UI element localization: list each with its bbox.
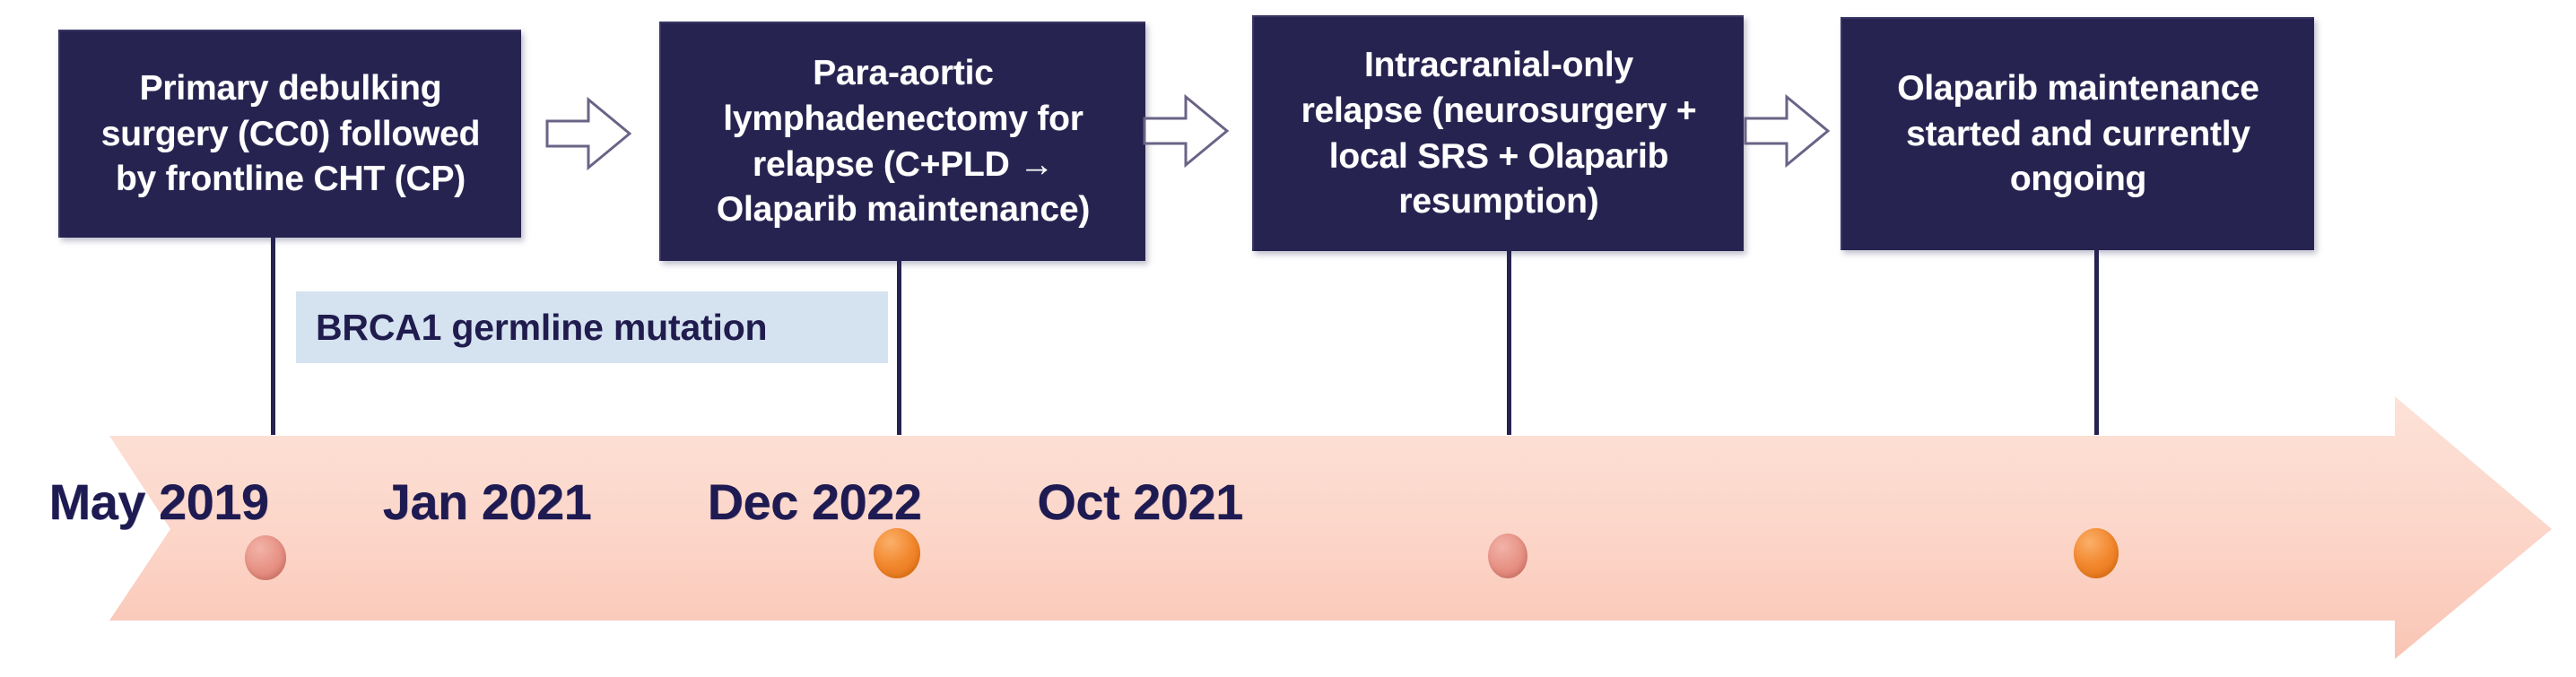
- milestone-dot-4: [2074, 528, 2119, 578]
- step-box-2[interactable]: Para-aortic lymphadenectomy for relapse …: [659, 22, 1145, 261]
- right-arrow-icon: [1143, 93, 1229, 169]
- drop-line-1: [271, 238, 275, 435]
- drop-line-2: [897, 261, 901, 435]
- drop-line-4: [2094, 250, 2099, 435]
- date-label-4: Oct 2021: [1037, 473, 1243, 531]
- connector-arrow-1-2: [545, 96, 631, 171]
- brca-annotation-label: BRCA1 germline mutation: [316, 306, 768, 348]
- step-box-2-label: Para-aortic lymphadenectomy for relapse …: [716, 54, 1091, 230]
- milestone-dot-2: [874, 528, 920, 578]
- date-label-2: Jan 2021: [383, 473, 592, 531]
- step-box-1-label: Primary debulking surgery (CC0) followed…: [100, 68, 481, 199]
- right-arrow-icon: [1744, 93, 1830, 169]
- connector-arrow-3-4: [1744, 93, 1830, 169]
- step-box-4[interactable]: Olaparib maintenance started and current…: [1841, 17, 2314, 250]
- step-box-3[interactable]: Intracranial-only relapse (neurosurgery …: [1252, 15, 1744, 251]
- connector-arrow-2-3: [1143, 93, 1229, 169]
- date-label-3: Dec 2022: [708, 473, 922, 531]
- date-label-1: May 2019: [48, 473, 269, 531]
- milestone-dot-3: [1488, 534, 1527, 578]
- brca-annotation: BRCA1 germline mutation: [296, 291, 888, 363]
- date-label-2-text: Jan 2021: [382, 473, 592, 530]
- step-box-3-label: Intracranial-only relapse (neurosurgery …: [1301, 46, 1697, 221]
- milestone-dot-1: [245, 535, 286, 580]
- right-pointing-banner-arrow: [25, 396, 2552, 659]
- timeline-arrow: [0, 386, 2576, 677]
- date-label-3-text: Dec 2022: [707, 473, 922, 530]
- drop-line-3: [1507, 251, 1511, 435]
- step-box-4-label: Olaparib maintenance started and current…: [1897, 68, 2259, 199]
- date-label-1-text: May 2019: [48, 473, 269, 530]
- step-box-1[interactable]: Primary debulking surgery (CC0) followed…: [58, 30, 521, 238]
- date-label-4-text: Oct 2021: [1037, 473, 1243, 530]
- right-arrow-icon: [545, 96, 631, 171]
